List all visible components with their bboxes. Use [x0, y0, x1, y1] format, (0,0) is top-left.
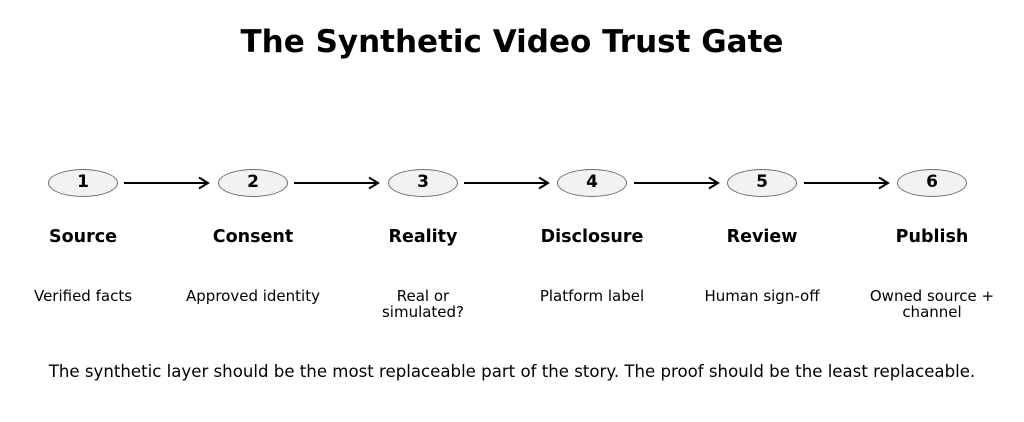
step-description: Owned source + channel: [869, 287, 995, 321]
step-description: Approved identity: [186, 287, 320, 305]
footer-caption: The synthetic layer should be the most r…: [48, 362, 976, 381]
arrow-icon: [124, 176, 210, 190]
step-name: Publish: [895, 227, 969, 247]
step-number: 2: [218, 169, 288, 197]
step-consent: 2 Consent Approved identity: [173, 0, 333, 340]
step-publish: 6 Publish Owned source + channel: [852, 0, 1012, 340]
step-number: 4: [557, 169, 627, 197]
step-number: 5: [727, 169, 797, 197]
step-name: Source: [49, 227, 117, 247]
step-number: 1: [48, 169, 118, 197]
arrow-icon: [634, 176, 720, 190]
arrow-icon: [804, 176, 890, 190]
step-review: 5 Review Human sign-off: [682, 0, 842, 340]
step-number: 3: [388, 169, 458, 197]
step-number: 6: [897, 169, 967, 197]
step-disclosure: 4 Disclosure Platform label: [512, 0, 672, 340]
step-description: Real or simulated?: [381, 287, 465, 321]
step-name: Reality: [388, 227, 458, 247]
step-source: 1 Source Verified facts: [3, 0, 163, 340]
step-reality: 3 Reality Real or simulated?: [343, 0, 503, 340]
step-description: Verified facts: [33, 287, 133, 305]
arrow-icon: [464, 176, 550, 190]
diagram-title: The Synthetic Video Trust Gate: [240, 24, 784, 60]
step-name: Disclosure: [540, 227, 644, 247]
step-description: Platform label: [539, 287, 645, 305]
arrow-icon: [294, 176, 380, 190]
step-name: Review: [726, 227, 798, 247]
step-description: Human sign-off: [704, 287, 820, 305]
step-name: Consent: [212, 227, 294, 247]
